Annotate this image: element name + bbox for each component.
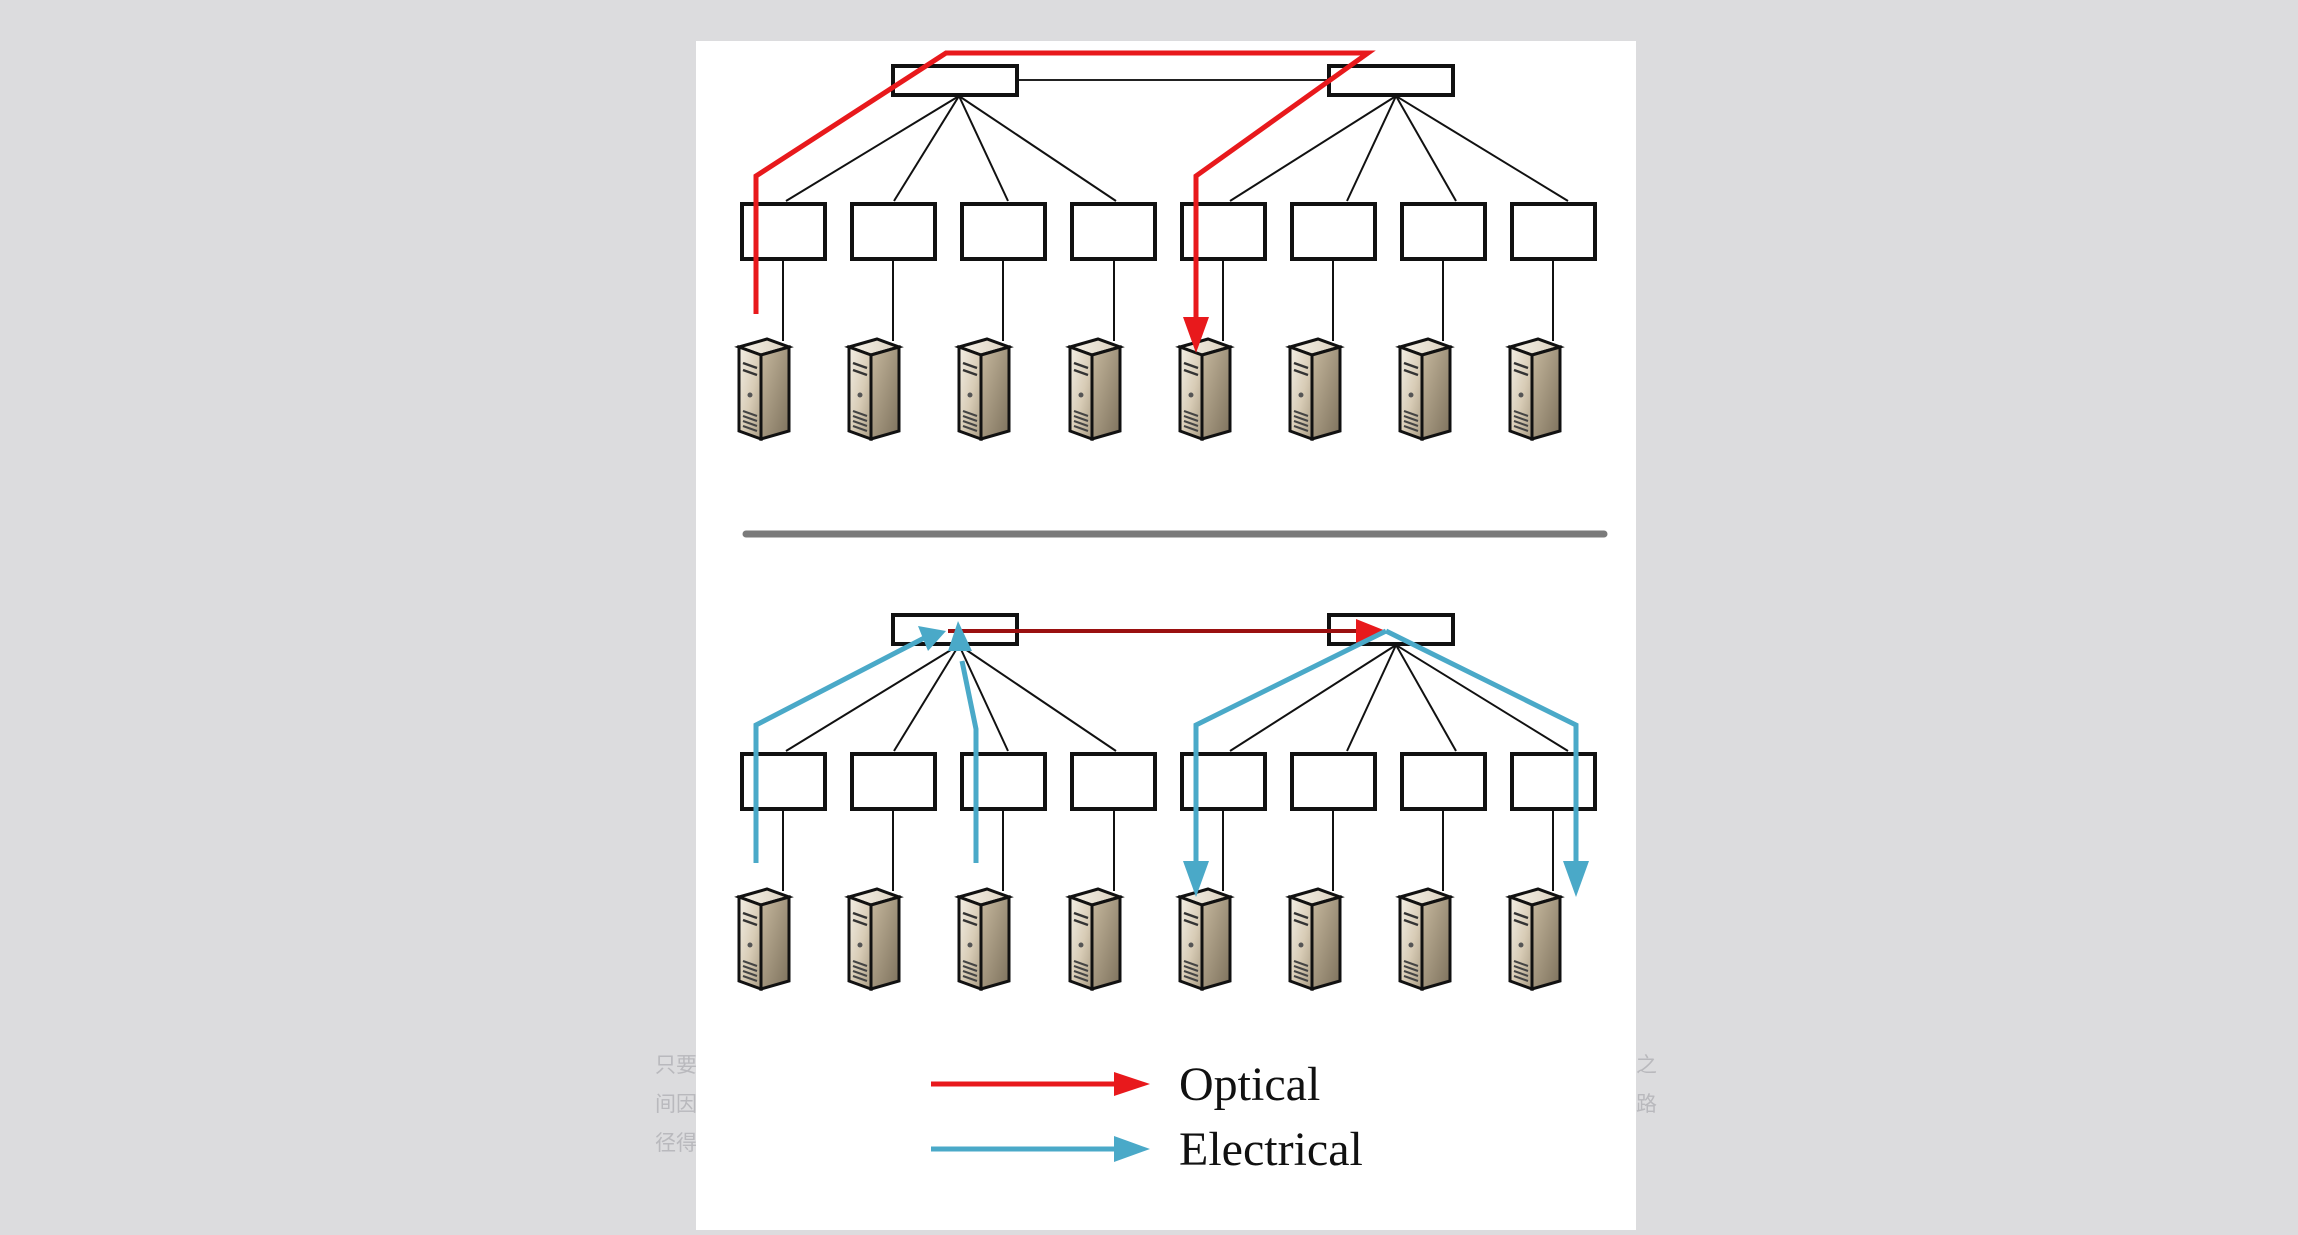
- server-tower-icon: [1398, 337, 1452, 441]
- bottom-panel: [737, 613, 1597, 991]
- core-to-tor-links-bottom: [785, 644, 1569, 752]
- figure-card: Optical Electrical: [696, 41, 1636, 1230]
- server-tower-icon: [847, 887, 901, 991]
- server-tower-icon: [1178, 337, 1232, 441]
- server-tower-icon: [1508, 337, 1562, 441]
- server-tower-icon: [1178, 887, 1232, 991]
- background-text-right-1: 之: [1636, 1053, 1657, 1077]
- legend-optical-label: Optical: [1179, 1058, 1320, 1111]
- server-row-bottom: [737, 887, 1562, 991]
- legend: Optical Electrical: [931, 1058, 1363, 1176]
- server-row-top: [737, 337, 1562, 441]
- core-to-tor-links-top: [785, 95, 1569, 202]
- optical-core-arrowhead: [1356, 619, 1386, 643]
- server-tower-icon: [957, 337, 1011, 441]
- network-topology-diagram: Optical Electrical: [737, 50, 1608, 1176]
- server-tower-icon: [1288, 337, 1342, 441]
- optical-path-arrowhead: [1183, 317, 1209, 353]
- core-switch-2-bottom: [1327, 613, 1455, 646]
- top-panel: [737, 50, 1597, 441]
- server-tower-icon: [1288, 887, 1342, 991]
- server-tower-icon: [737, 887, 791, 991]
- tor-to-server-links-bottom: [782, 808, 1554, 891]
- background-text-left-3: 径得: [655, 1131, 697, 1155]
- tor-to-server-links-top: [782, 259, 1554, 341]
- core-switch-1-top: [891, 64, 1019, 97]
- tor-switches-bottom: [740, 752, 1597, 811]
- optical-path: [753, 50, 1376, 317]
- server-tower-icon: [1068, 337, 1122, 441]
- server-tower-icon: [1398, 887, 1452, 991]
- legend-item-optical: Optical: [931, 1058, 1320, 1111]
- legend-optical-arrowhead: [1114, 1072, 1150, 1096]
- background-text-left-2: 间因: [655, 1092, 697, 1116]
- server-tower-icon: [847, 337, 901, 441]
- background-text-left-1: 只要: [655, 1053, 697, 1077]
- background-text-right-2: 路: [1636, 1092, 1657, 1116]
- server-tower-icon: [1068, 887, 1122, 991]
- legend-electrical-arrowhead: [1114, 1136, 1150, 1162]
- legend-electrical-label: Electrical: [1179, 1123, 1363, 1176]
- electrical-arrowheads: [918, 621, 1589, 897]
- tor-switches-top: [740, 202, 1597, 261]
- electrical-paths: [753, 628, 1579, 863]
- server-tower-icon: [1508, 887, 1562, 991]
- server-tower-icon: [957, 887, 1011, 991]
- legend-item-electrical: Electrical: [931, 1123, 1363, 1176]
- server-tower-icon: [737, 337, 791, 441]
